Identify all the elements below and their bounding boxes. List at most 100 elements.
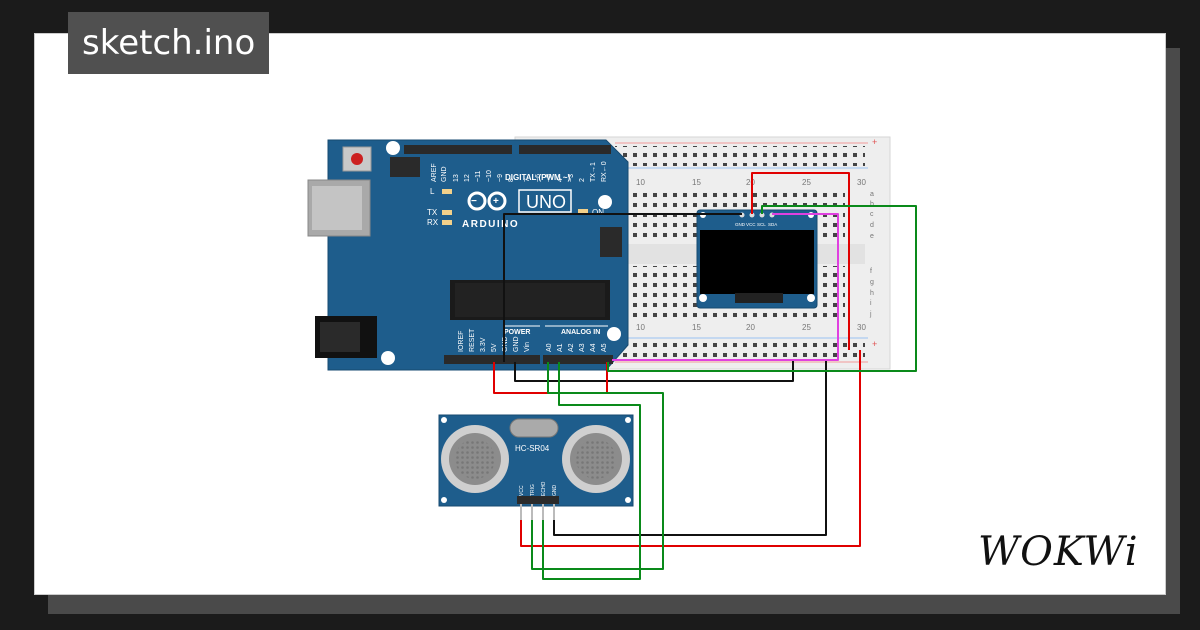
- pin-label: 3.3V: [480, 337, 487, 352]
- pin-label: A0: [546, 343, 553, 352]
- oled-screen: [700, 230, 814, 294]
- led-label: L: [430, 187, 435, 196]
- row-letter: h: [870, 290, 874, 297]
- digital-header-right[interactable]: [519, 145, 611, 154]
- pin-label: TX→1: [590, 162, 597, 182]
- pin-label: RX←0: [601, 161, 608, 182]
- column-number: 30: [857, 323, 866, 332]
- sensor-pin-label: ECHO: [541, 481, 547, 496]
- row-letter: f: [870, 268, 872, 275]
- pin-label: ~9: [497, 174, 504, 182]
- wire-black-gnd-oled[interactable]: [503, 213, 742, 362]
- rail-plus-marker: +: [872, 339, 877, 349]
- pin-label: GND: [502, 336, 509, 352]
- pin-label: A4: [590, 343, 597, 352]
- led-tx: [442, 210, 452, 215]
- wire-green-trig[interactable]: [531, 362, 664, 570]
- pin-label: GND: [513, 336, 520, 352]
- column-number: 20: [746, 178, 755, 187]
- analog-title: ANALOG IN: [561, 329, 600, 336]
- pin-label: Vin: [524, 342, 531, 352]
- row-letter: d: [870, 222, 874, 229]
- led-label: RX: [427, 218, 439, 227]
- pin-label: ~3: [568, 174, 575, 182]
- row-letter: e: [870, 233, 874, 240]
- column-number: 10: [636, 323, 645, 332]
- row-letter: g: [870, 279, 874, 286]
- row-letter: i: [870, 300, 872, 307]
- column-number: 30: [857, 178, 866, 187]
- pin-label: 4: [557, 178, 564, 182]
- row-letter: b: [870, 201, 874, 208]
- on-label: ON: [592, 208, 604, 217]
- pin-label: A5: [601, 343, 608, 352]
- pin-label: 7: [524, 178, 531, 182]
- column-number: 25: [802, 178, 811, 187]
- wire-green-oled-scl[interactable]: [607, 205, 917, 372]
- oled-pin-label: GND: [735, 222, 746, 227]
- pin-label: RESET: [469, 328, 476, 352]
- column-number: 15: [692, 323, 701, 332]
- digital-header-title: DIGITAL (PWM ~): [505, 173, 571, 182]
- oled-display[interactable]: GND VCC SCL SDA: [696, 209, 818, 309]
- pin-label: A1: [557, 343, 564, 352]
- sensor-pin-label: VCC: [519, 485, 525, 496]
- row-letter: j: [869, 311, 872, 318]
- pin-label: 13: [453, 174, 460, 182]
- digital-header-left[interactable]: [404, 145, 512, 154]
- transducer-right: [562, 425, 630, 493]
- led-l: [442, 189, 452, 194]
- pin-label: ~6: [535, 174, 542, 182]
- pin-label: 8: [508, 178, 515, 182]
- ultrasonic-sensor[interactable]: HC-SR04 VCC TRIG ECHO GND: [438, 414, 634, 520]
- row-letter: a: [870, 191, 874, 198]
- led-label: TX: [427, 208, 438, 217]
- sensor-label: HC-SR04: [515, 444, 550, 453]
- column-number: 10: [636, 178, 645, 187]
- pin-label: 12: [464, 174, 471, 182]
- pin-label: A3: [579, 343, 586, 352]
- wokwi-logo-text: WOKWi: [978, 529, 1139, 575]
- oled-pin-label: VCC: [746, 222, 756, 227]
- pin-label: GND: [441, 166, 448, 182]
- column-number: 15: [692, 178, 701, 187]
- led-on: [578, 209, 588, 214]
- arduino-uno-board[interactable]: AREF GND 13 12 ~11 ~10 ~9 8 7 ~6 ~5 4 ~3…: [307, 139, 629, 371]
- row-letter: c: [870, 211, 874, 218]
- led-rx: [442, 220, 452, 225]
- pin-label: AREF: [431, 163, 438, 182]
- power-title: POWER: [504, 329, 530, 336]
- pin-label: ~10: [486, 170, 493, 182]
- pin-label: 5V: [491, 343, 498, 352]
- oled-pin-label: SCL: [757, 222, 766, 227]
- wokwi-logo: WOKWi: [978, 525, 1153, 579]
- transducer-left: [441, 425, 509, 493]
- breadboard-top-rail: [615, 146, 865, 166]
- arduino-logo-icon: [467, 191, 507, 211]
- svg-text:−: −: [471, 196, 477, 207]
- column-number: 25: [802, 323, 811, 332]
- pin-label: ~5: [546, 174, 553, 182]
- pin-label: 2: [579, 178, 586, 182]
- pin-label: A2: [568, 343, 575, 352]
- brand-label: ARDUINO: [462, 219, 519, 230]
- wire-magenta-oled-sda[interactable]: [612, 213, 839, 361]
- reset-button-cap[interactable]: [351, 153, 363, 165]
- wire-black-sensor-gnd[interactable]: [553, 360, 827, 536]
- wire-red-oled-vcc[interactable]: [751, 172, 850, 350]
- sensor-pin-label: TRIG: [530, 484, 536, 496]
- oled-pin-label: SDA: [768, 222, 777, 227]
- analog-header[interactable]: [543, 355, 613, 364]
- model-label: UNO: [526, 192, 566, 212]
- sensor-pin-label: GND: [552, 485, 558, 497]
- sketch-title: sketch.ino: [68, 12, 270, 74]
- wire-red-sensor-vcc[interactable]: [520, 350, 861, 547]
- pin-label: IOREF: [458, 331, 465, 352]
- wire-green-echo[interactable]: [542, 362, 641, 580]
- rail-plus-marker: +: [872, 137, 877, 147]
- column-number: 20: [746, 323, 755, 332]
- pin-label: ~11: [475, 171, 482, 182]
- power-header[interactable]: [444, 355, 540, 364]
- svg-text:+: +: [493, 196, 499, 207]
